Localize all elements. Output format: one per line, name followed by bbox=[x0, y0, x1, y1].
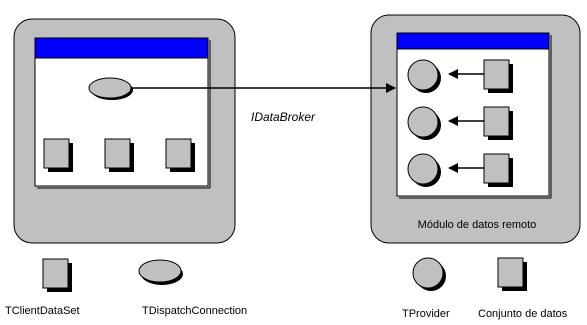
dataset-square-1 bbox=[483, 59, 510, 90]
legend-dispatch-connection-ellipse bbox=[138, 259, 183, 285]
idatabroker-label: IDataBroker bbox=[251, 110, 316, 124]
legend bbox=[42, 257, 527, 292]
dataset-square-2 bbox=[483, 106, 510, 137]
legend-client-dataset-label: TClientDataSet bbox=[5, 305, 80, 317]
provider-row-1 bbox=[407, 59, 513, 93]
client-form-title-bar bbox=[34, 37, 209, 59]
legend-provider-label: TProvider bbox=[402, 308, 450, 320]
provider-row-2 bbox=[407, 106, 513, 140]
remote-module-title-bar bbox=[396, 32, 550, 50]
legend-dataset-square bbox=[497, 257, 527, 291]
dataset-square-3 bbox=[483, 153, 510, 184]
legend-dataset-label: Conjunto de datos bbox=[478, 308, 568, 320]
dispatch-connection-ellipse bbox=[88, 77, 133, 100]
client-application-panel bbox=[13, 18, 236, 244]
client-dataset-square-1 bbox=[43, 138, 73, 172]
provider-row-3 bbox=[407, 153, 513, 187]
legend-client-dataset-square bbox=[42, 258, 72, 292]
remote-module-label: Módulo de datos remoto bbox=[417, 219, 537, 231]
legend-provider-circle bbox=[412, 257, 446, 291]
provider-circle-2 bbox=[407, 106, 439, 138]
provider-circle-3 bbox=[407, 153, 439, 185]
client-dataset-square-3 bbox=[165, 138, 195, 172]
legend-dispatch-connection-label: TDispatchConnection bbox=[142, 305, 248, 317]
remote-data-module-panel bbox=[370, 14, 581, 244]
provider-circle-1 bbox=[407, 59, 439, 91]
client-dataset-square-2 bbox=[104, 138, 134, 172]
